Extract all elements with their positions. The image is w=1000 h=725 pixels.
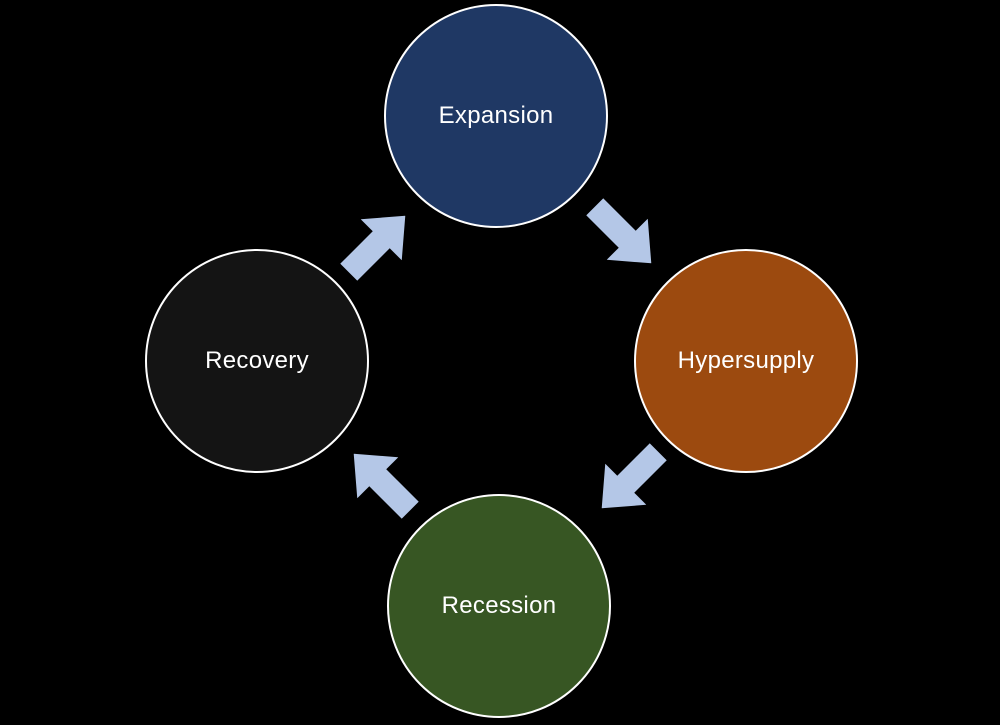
arrow-recovery-to-expansion-icon — [328, 195, 426, 293]
arrow-recession-to-recovery-icon — [333, 433, 431, 531]
arrow-shape — [586, 198, 652, 264]
node-recession-label: Recession — [441, 592, 557, 619]
node-recession: Recession — [387, 494, 611, 718]
arrow-shape — [601, 443, 667, 509]
arrow-expansion-to-hypersupply-icon — [574, 186, 672, 284]
node-hypersupply: Hypersupply — [634, 249, 858, 473]
node-hypersupply-label: Hypersupply — [677, 347, 815, 374]
node-recovery-label: Recovery — [205, 347, 309, 374]
node-expansion-label: Expansion — [438, 102, 554, 129]
arrow-shape — [340, 215, 406, 281]
arrow-shape — [353, 453, 419, 519]
arrow-hypersupply-to-recession-icon — [581, 431, 679, 529]
node-expansion: Expansion — [384, 4, 608, 228]
node-recovery: Recovery — [145, 249, 369, 473]
